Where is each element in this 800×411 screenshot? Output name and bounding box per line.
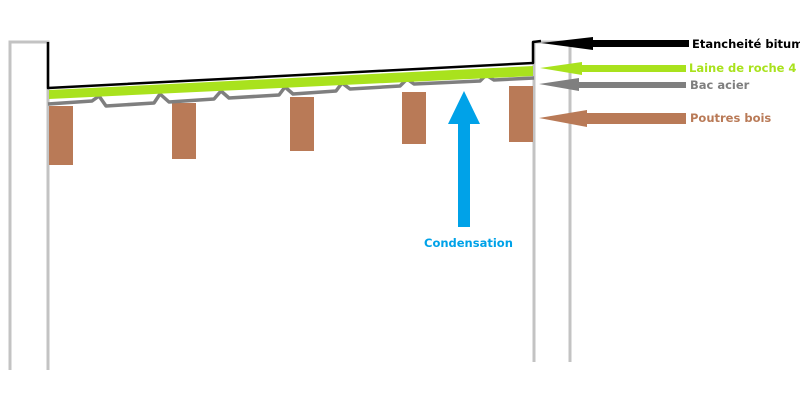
label-poutres: Poutres bois	[690, 111, 771, 125]
poutres-bois	[49, 86, 533, 165]
arrow-poutres	[539, 110, 686, 127]
label-condensation: Condensation	[424, 236, 513, 250]
arrow-condensation	[448, 91, 480, 227]
right-wall	[532, 40, 572, 362]
arrow-laine	[540, 62, 686, 75]
beam-2	[172, 103, 196, 159]
etancheite-bitume-layer	[46, 39, 542, 90]
beam-4	[402, 92, 426, 144]
beam-3	[290, 97, 314, 151]
arrow-etancheite	[541, 37, 689, 50]
label-etancheite: Etancheité bitume	[692, 37, 800, 51]
beam-5	[509, 86, 533, 142]
left-wall	[8, 40, 50, 370]
laine-de-roche-layer	[49, 66, 533, 99]
arrow-bac	[539, 78, 686, 91]
beam-1	[49, 106, 73, 165]
label-laine: Laine de roche 4 cm	[689, 61, 800, 75]
label-bac: Bac acier	[690, 78, 750, 92]
